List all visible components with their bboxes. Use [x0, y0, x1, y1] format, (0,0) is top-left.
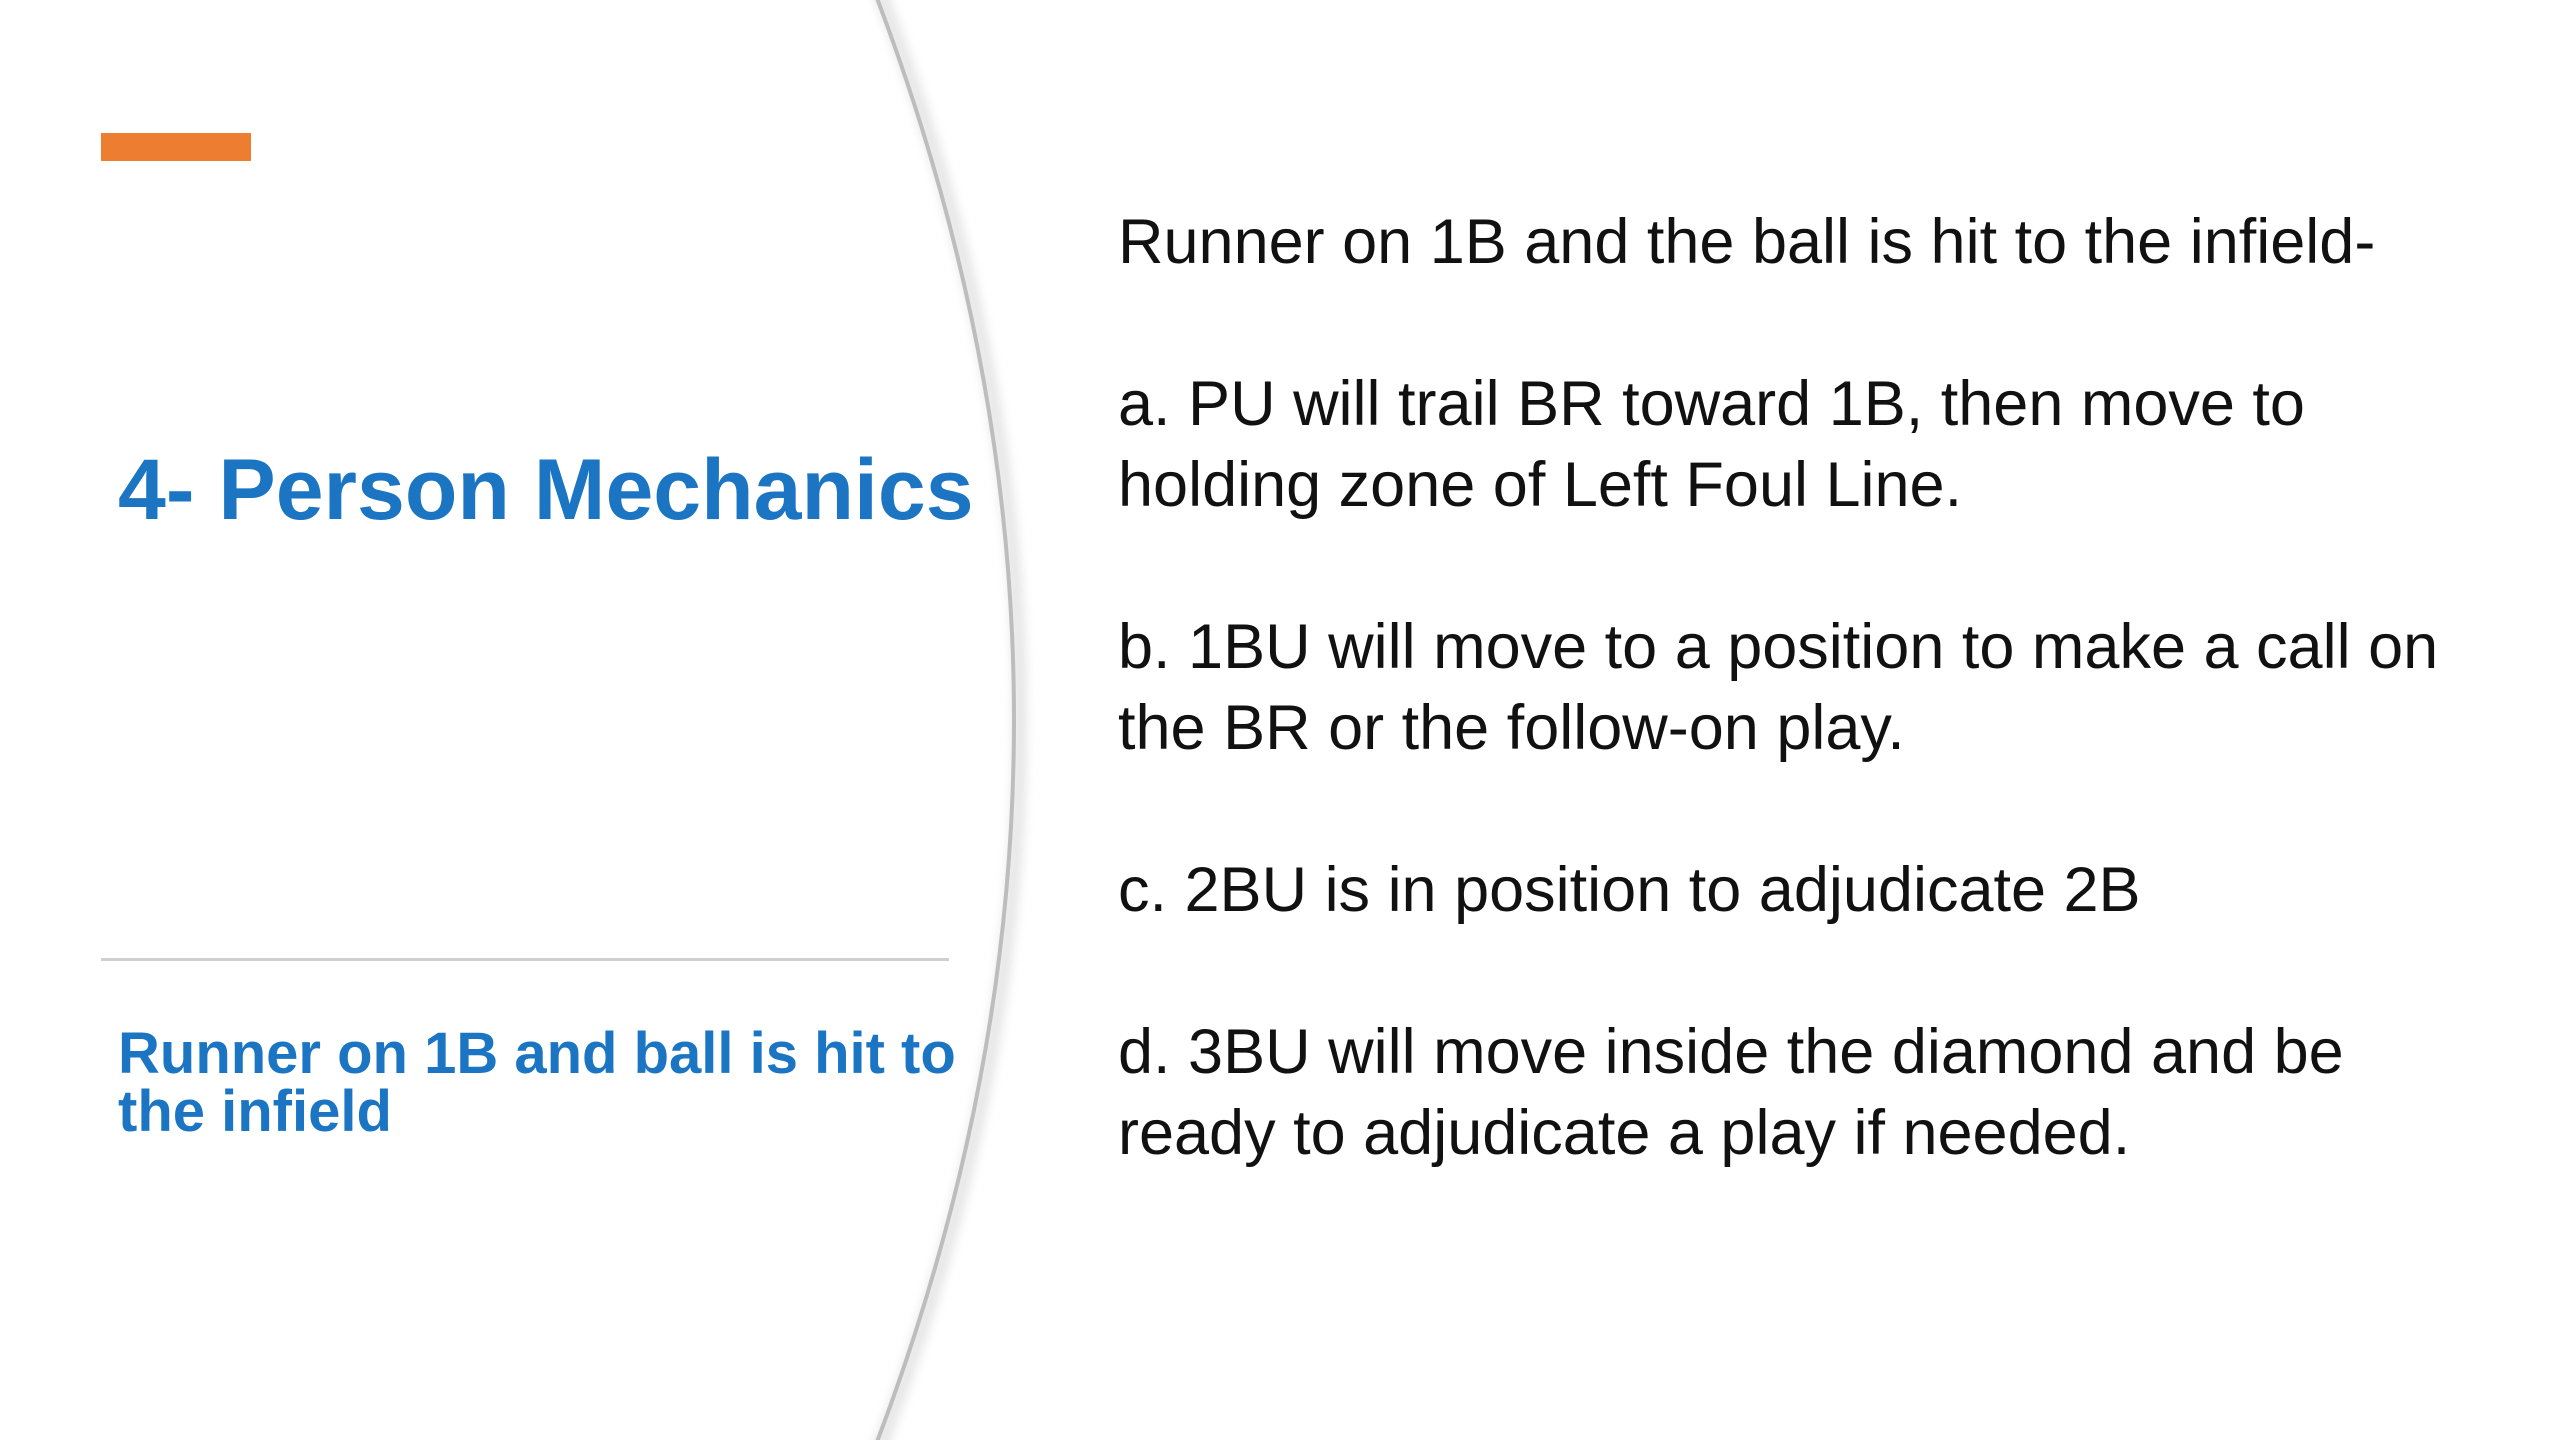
slide-subtitle: Runner on 1B and ball is hit to the infi… [118, 1021, 956, 1144]
content-item-a: a. PU will trail BR toward 1B, then move… [1118, 369, 2305, 520]
slide-title: 4- Person Mechanics [118, 442, 974, 538]
content-item-b: b. 1BU will move to a position to make a… [1118, 612, 2439, 763]
accent-bar [101, 133, 251, 161]
divider [101, 958, 949, 961]
content-intro: Runner on 1B and the ball is hit to the … [1118, 207, 2376, 277]
content-item-d: d. 3BU will move inside the diamond and … [1118, 1017, 2344, 1168]
content-item-c: c. 2BU is in position to adjudicate 2B [1118, 855, 2141, 925]
content-body: Runner on 1B and the ball is hit to the … [1118, 202, 2518, 1174]
